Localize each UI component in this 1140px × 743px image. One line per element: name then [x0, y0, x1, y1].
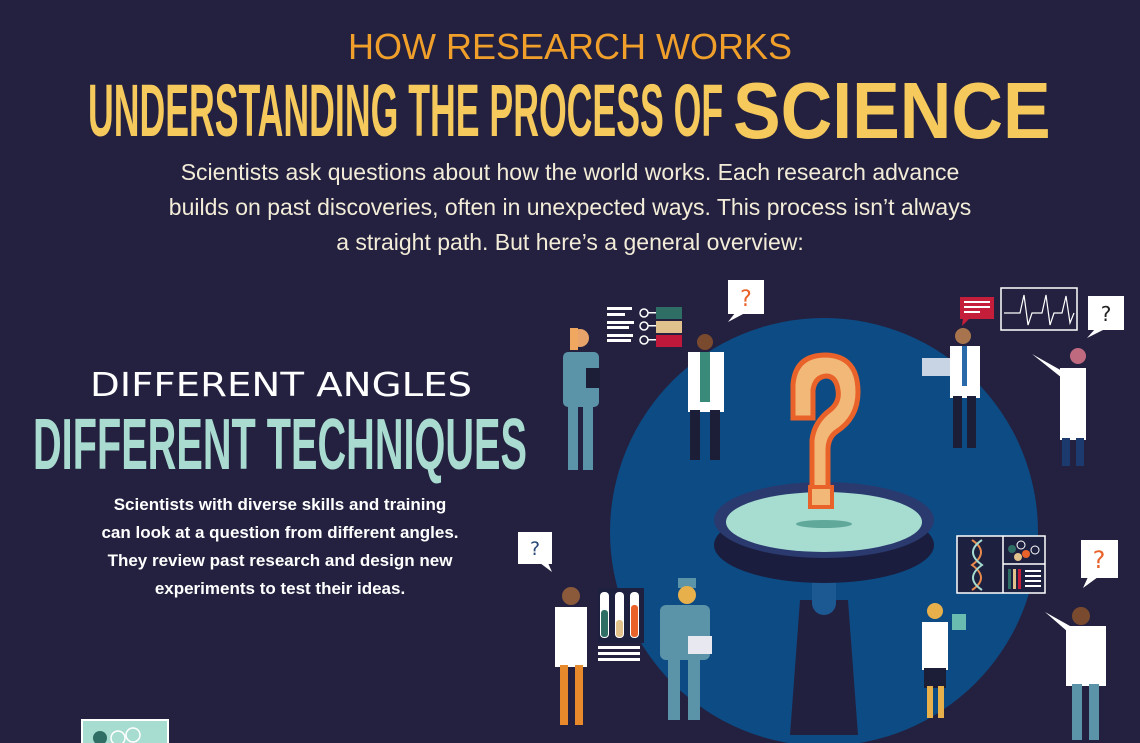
section-title-wrap: DIFFERENT TECHNIQUES — [33, 404, 929, 487]
section-kicker-wrap: DIFFERENT ANGLES — [90, 365, 472, 404]
header-kicker: HOW RESEARCH WORKS — [347, 26, 793, 67]
bubble-question-mark: ? — [1093, 546, 1106, 574]
section-body-line: can look at a question from different an… — [101, 523, 459, 542]
scientist-figure — [1032, 348, 1086, 466]
scientist-figure — [555, 587, 587, 725]
section-body-line: They review past research and design new — [107, 551, 453, 570]
scientist-figure — [922, 328, 980, 448]
bubble-question-mark: ? — [1101, 302, 1112, 326]
header-title-wrap: UNDERSTANDING THE PROCESS OF — [88, 68, 1140, 153]
section-title: DIFFERENT TECHNIQUES — [33, 405, 528, 485]
scientist-figure — [922, 603, 966, 718]
bubble-question-mark: ? — [740, 287, 752, 312]
bubble-question-mark: ? — [530, 538, 540, 560]
section-body: Scientists with diverse skills and train… — [20, 491, 540, 603]
intro-line: Scientists ask questions about how the w… — [180, 159, 960, 185]
intro-text: Scientists ask questions about how the w… — [0, 155, 1140, 260]
dna-board-icon — [956, 535, 1046, 594]
question-mark-icon — [790, 352, 861, 509]
header-title-emphasis-wrap: SCIENCE — [733, 68, 1089, 155]
test-tubes-icon — [598, 588, 644, 661]
section-body-line: Scientists with diverse skills and train… — [113, 495, 447, 514]
scientist-figure — [1045, 607, 1106, 740]
speech-bubble: ? — [728, 280, 764, 322]
magnifying-glass-icon — [714, 482, 934, 735]
speech-bubble: ? — [1081, 540, 1118, 588]
speech-bubble: ? — [1087, 296, 1124, 338]
chat-icon — [960, 297, 994, 326]
header-title-emphasis: SCIENCE — [733, 66, 1051, 155]
intro-line: a straight path. But here’s a general ov… — [336, 229, 804, 255]
scientist-figure — [563, 328, 600, 470]
list-chart-icon — [607, 307, 682, 347]
header-title: UNDERSTANDING THE PROCESS OF — [88, 69, 724, 152]
molecule-panel-icon — [81, 719, 169, 743]
speech-bubble: ? — [518, 532, 552, 572]
intro-line: builds on past discoveries, often in une… — [168, 194, 972, 220]
section-body-line: experiments to test their ideas. — [154, 579, 406, 598]
scientist-figure — [688, 334, 724, 460]
heart-monitor-icon — [1000, 287, 1078, 331]
scientist-figure — [660, 578, 712, 720]
section-kicker: DIFFERENT ANGLES — [90, 365, 473, 404]
